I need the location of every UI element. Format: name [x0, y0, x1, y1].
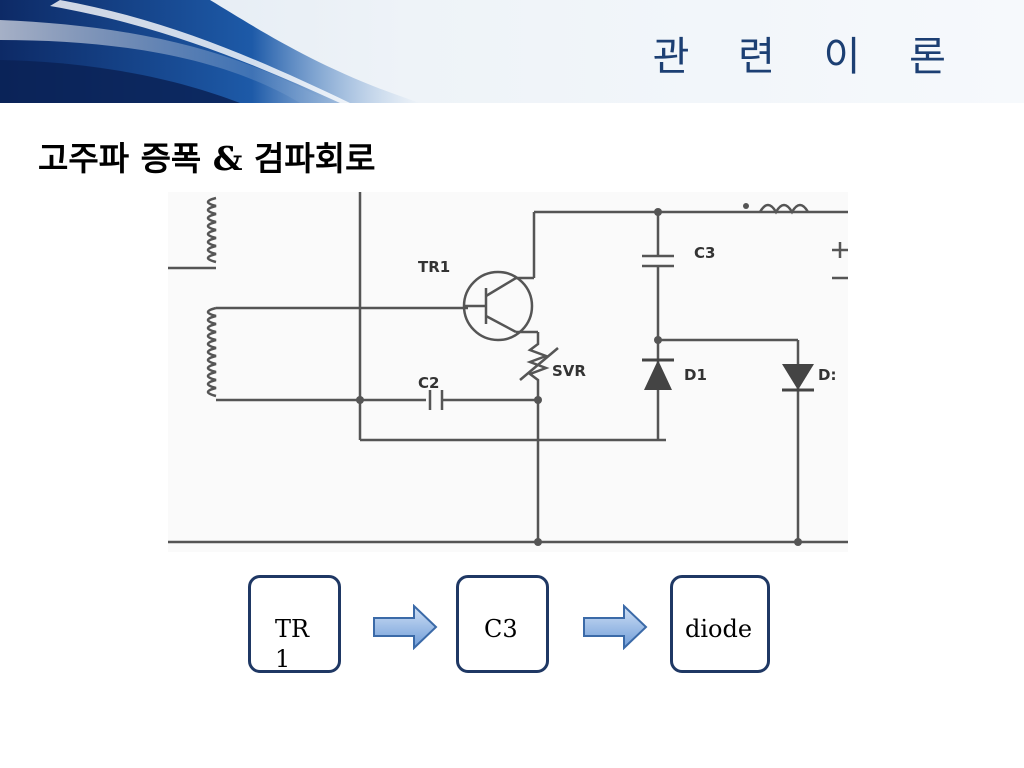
flow-arrow-icon [583, 604, 648, 650]
label-d1: D1 [684, 366, 707, 384]
coil-top-right [758, 203, 810, 215]
label-c3: C3 [694, 244, 715, 262]
header-banner: 관 련 이 론 [0, 0, 1024, 103]
flow-box-label: C3 [484, 615, 518, 643]
flow-box-label: diode [685, 615, 753, 643]
coil-lower [206, 306, 217, 398]
label-tr1: TR1 [418, 258, 450, 276]
coil-upper [206, 196, 217, 264]
label-svr: SVR [552, 362, 586, 380]
flow-box-label: TR1 [275, 615, 310, 673]
flow-box-tr1: TR1 [248, 575, 341, 673]
diode-d1 [644, 360, 672, 390]
diode-d2 [782, 364, 814, 390]
circuit-diagram: TR1 C2 C3 SVR D1 D: [168, 192, 848, 552]
slide-title: 관 련 이 론 [652, 34, 964, 80]
label-c2: C2 [418, 374, 439, 392]
flow-arrow-icon [373, 604, 438, 650]
svr-resistor [526, 332, 550, 398]
flow-box-diode: diode [670, 575, 770, 673]
banner-swoosh-graphic [0, 0, 420, 103]
flow-box-c3: C3 [456, 575, 549, 673]
label-d2: D: [818, 366, 836, 384]
section-heading: 고주파 증폭 & 검파회로 [38, 139, 376, 178]
